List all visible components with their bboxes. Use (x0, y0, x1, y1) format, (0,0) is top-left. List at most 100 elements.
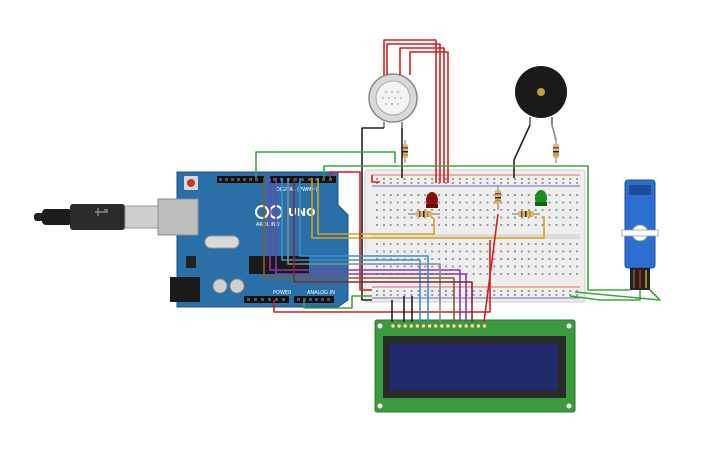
breadboard-hole (465, 265, 468, 268)
breadboard-hole (555, 182, 558, 184)
breadboard-hole (548, 258, 551, 260)
breadboard-hole (424, 224, 427, 226)
breadboard-hole (396, 194, 399, 196)
resistor-3 (408, 211, 440, 217)
breadboard-hole (507, 178, 510, 180)
breadboard-hole (493, 216, 496, 219)
breadboard-hole (479, 216, 482, 219)
breadboard-hole (562, 258, 565, 260)
breadboard-hole (493, 182, 496, 184)
breadboard-hole (417, 258, 420, 260)
breadboard-hole (472, 250, 475, 253)
breadboard-hole (410, 243, 413, 245)
breadboard-hole (445, 194, 447, 196)
breadboard-hole (507, 258, 510, 260)
breadboard-hole (431, 209, 434, 211)
breadboard-hole (507, 201, 510, 204)
breadboard-hole (527, 273, 530, 275)
breadboard-hole (507, 194, 510, 196)
breadboard-hole (458, 243, 461, 245)
breadboard-hole (458, 182, 461, 184)
breadboard-hole (458, 224, 461, 226)
breadboard-hole (520, 273, 523, 275)
breadboard-hole (424, 201, 427, 204)
breadboard-hole (389, 201, 392, 204)
breadboard-hole (376, 294, 378, 296)
breadboard-hole (514, 201, 516, 204)
breadboard-hole (486, 258, 489, 260)
breadboard-hole (520, 290, 523, 292)
breadboard-hole (514, 243, 516, 245)
breadboard-hole (389, 178, 392, 180)
breadboard-hole (403, 216, 406, 219)
breadboard-hole (500, 194, 503, 196)
lcd-pin (457, 323, 463, 329)
breadboard-hole (507, 273, 510, 275)
board-logo-text: UNO (288, 206, 316, 219)
breadboard-hole (486, 224, 489, 226)
breadboard-hole (472, 178, 475, 180)
breadboard-hole (403, 182, 406, 184)
breadboard-hole (493, 265, 496, 268)
breadboard-hole (396, 243, 399, 245)
wire-green-top (255, 151, 396, 178)
wire-green-servo (569, 290, 641, 301)
breadboard-hole (382, 243, 385, 245)
breadboard-hole (486, 216, 489, 219)
breadboard-hole (445, 216, 447, 219)
breadboard-hole (493, 209, 496, 211)
breadboard-hole (445, 209, 447, 211)
breadboard-hole (382, 290, 385, 292)
wire-green-servo-2 (574, 289, 661, 301)
wire-purple-1 (269, 178, 461, 322)
breadboard-hole (562, 194, 565, 196)
breadboard-hole (562, 243, 565, 245)
breadboard-hole (458, 258, 461, 260)
breadboard-hole (500, 258, 503, 260)
breadboard-hole (403, 224, 406, 226)
lcd-pin-header (390, 323, 487, 329)
breadboard-hole (451, 294, 454, 296)
breadboard-hole (562, 209, 565, 211)
breadboard-hole (562, 250, 565, 253)
breadboard-hole (500, 290, 503, 292)
gas-sensor (368, 73, 418, 128)
breadboard-hole (451, 250, 454, 253)
breadboard-hole (534, 209, 537, 211)
breadboard-hole (520, 250, 523, 253)
breadboard-hole (438, 209, 441, 211)
breadboard-hole (520, 216, 523, 219)
breadboard-hole (424, 265, 427, 268)
breadboard-hole (479, 273, 482, 275)
lcd-pin (445, 323, 451, 329)
breadboard-hole (486, 178, 489, 180)
breadboard-hole (465, 250, 468, 253)
breadboard-hole (472, 201, 475, 204)
breadboard-hole (438, 290, 441, 292)
breadboard-hole (382, 182, 385, 184)
breadboard-hole (486, 250, 489, 253)
breadboard-hole (493, 250, 496, 253)
breadboard-hole (458, 178, 461, 180)
breadboard-hole (382, 178, 385, 180)
breadboard-hole (555, 258, 558, 260)
breadboard-hole (576, 290, 579, 292)
breadboard-hole (479, 243, 482, 245)
breadboard-hole (555, 290, 558, 292)
breadboard-hole (431, 258, 434, 260)
breadboard-hole (500, 178, 503, 180)
breadboard-hole (410, 265, 413, 268)
breadboard-hole (396, 250, 399, 253)
breadboard-hole (569, 224, 572, 226)
breadboard-hole (520, 178, 523, 180)
breadboard-hole (458, 250, 461, 253)
breadboard-hole (569, 265, 572, 268)
breadboard-hole (562, 182, 565, 184)
breadboard-hole (479, 182, 482, 184)
breadboard-hole (527, 216, 530, 219)
breadboard-hole (438, 250, 441, 253)
breadboard-hole (534, 250, 537, 253)
breadboard-hole (479, 209, 482, 211)
breadboard-hole (376, 182, 378, 184)
breadboard-hole (576, 209, 579, 211)
